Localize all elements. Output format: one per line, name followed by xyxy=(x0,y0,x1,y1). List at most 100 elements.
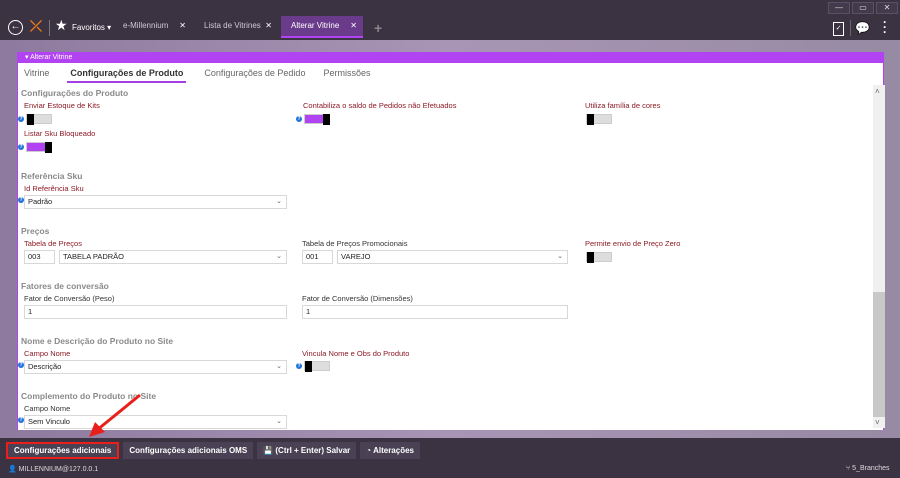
config-oms-button[interactable]: Configurações adicionais OMS xyxy=(123,442,254,459)
divider xyxy=(49,20,50,36)
changes-label: Alterações xyxy=(373,446,414,455)
preco-zero-toggle[interactable] xyxy=(586,252,612,263)
more-icon[interactable]: ··· xyxy=(883,15,887,39)
field-label: Campo Nome xyxy=(24,349,71,358)
field-label: Permite envio de Preço Zero xyxy=(585,239,681,248)
scrollbar[interactable]: ˄ ˅ xyxy=(873,85,885,428)
tab-alterar-vitrine[interactable]: Alterar Vitrine ✕ xyxy=(281,16,363,38)
close-icon[interactable]: ✕ xyxy=(179,21,186,30)
select-value: Descrição xyxy=(28,362,62,371)
panel-header[interactable]: ▾ Alterar Vitrine xyxy=(17,52,884,63)
tab-vitrine[interactable]: Vitrine xyxy=(24,68,50,78)
save-label: (Ctrl + Enter) Salvar xyxy=(275,446,351,455)
complemento-campo-select[interactable]: Sem Vinculo ⌄ xyxy=(24,415,287,429)
select-value: Padrão xyxy=(28,197,53,206)
chevron-down-icon: ⌄ xyxy=(276,418,282,425)
field-label: Tabela de Preços xyxy=(24,239,82,248)
maximize-button[interactable]: ▭ xyxy=(852,2,874,14)
save-icon: 💾 xyxy=(263,446,274,455)
select-value: Sem Vinculo xyxy=(28,417,70,426)
tab-label: e-Millennium xyxy=(123,21,169,30)
tabela-promo-code[interactable]: 001 xyxy=(302,250,333,264)
help-icon[interactable]: ? xyxy=(18,197,24,203)
field-label: Enviar Estoque de Kits xyxy=(24,101,100,110)
title-bar: — ▭ ✕ ← ⤫ ★ Favoritos ▾ e-Millennium ✕ Li… xyxy=(0,0,900,40)
help-icon[interactable]: ? xyxy=(296,363,302,369)
logo-icon: ⤫ xyxy=(30,18,43,35)
tab-label: Lista de Vitrines xyxy=(204,21,261,30)
field-label: Id Referência Sku xyxy=(24,184,84,193)
scroll-down-icon[interactable]: ˅ xyxy=(875,418,880,427)
status-branch: ⑂ 5_Branches xyxy=(846,465,890,472)
tab-label: Alterar Vitrine xyxy=(291,21,340,30)
field-label: Tabela de Preços Promocionais xyxy=(302,239,408,248)
field-label: Listar Sku Bloqueado xyxy=(24,129,96,138)
help-icon[interactable]: ? xyxy=(18,362,24,368)
divider xyxy=(850,20,851,36)
help-icon[interactable]: ? xyxy=(18,417,24,423)
chevron-down-icon: ⌄ xyxy=(276,198,282,205)
scroll-thumb[interactable] xyxy=(873,292,885,417)
help-icon[interactable]: ? xyxy=(296,116,302,122)
close-icon[interactable]: ✕ xyxy=(265,21,272,30)
bottom-toolbar: Configurações adicionais Configurações a… xyxy=(6,442,420,459)
tab-permissoes[interactable]: Permissões xyxy=(323,68,371,78)
save-button[interactable]: 💾 (Ctrl + Enter) Salvar xyxy=(257,442,357,459)
add-tab-button[interactable]: + xyxy=(374,20,383,36)
chevron-down-icon: ⌄ xyxy=(276,363,282,370)
chevron-down-icon: ⌄ xyxy=(557,253,563,260)
select-value: TABELA PADRÃO xyxy=(63,252,124,261)
section-title: Configurações do Produto xyxy=(21,88,129,98)
branch-icon: ⑂ xyxy=(846,465,851,472)
listar-sku-toggle[interactable] xyxy=(26,142,52,153)
select-value: VAREJO xyxy=(341,252,371,261)
tabela-precos-select[interactable]: TABELA PADRÃO ⌄ xyxy=(59,250,287,264)
field-label: Fator de Conversão (Dimensões) xyxy=(302,294,413,303)
scroll-up-icon[interactable]: ˄ xyxy=(875,87,880,96)
section-title: Referência Sku xyxy=(21,171,83,181)
tab-e-millennium[interactable]: e-Millennium ✕ xyxy=(117,16,192,38)
section-title: Preços xyxy=(21,226,50,236)
tabela-promo-select[interactable]: VAREJO ⌄ xyxy=(337,250,568,264)
section-title: Complemento do Produto no Site xyxy=(21,391,157,401)
close-window-button[interactable]: ✕ xyxy=(876,2,898,14)
id-referencia-sku-select[interactable]: Padrão ⌄ xyxy=(24,195,287,209)
campo-nome-select[interactable]: Descrição ⌄ xyxy=(24,360,287,374)
back-icon[interactable]: ← xyxy=(8,20,23,35)
tab-config-pedido[interactable]: Configurações de Pedido xyxy=(204,68,306,78)
chat-icon[interactable]: 💬 xyxy=(855,21,870,35)
enviar-estoque-toggle[interactable] xyxy=(26,114,52,125)
panel-body: Vitrine Configurações de Produto Configu… xyxy=(17,63,885,430)
help-icon[interactable]: ? xyxy=(18,144,24,150)
annotation-arrow xyxy=(89,393,141,437)
tab-config-produto[interactable]: Configurações de Produto xyxy=(67,68,187,83)
favorites-label: Favoritos xyxy=(72,23,105,32)
changes-button[interactable]: ◔ Alterações xyxy=(360,442,420,459)
close-icon[interactable]: ✕ xyxy=(350,21,357,30)
panel-title: Alterar Vitrine xyxy=(30,54,73,61)
chevron-down-icon: ⌄ xyxy=(276,253,282,260)
minimize-button[interactable]: — xyxy=(828,2,850,14)
vincula-nome-toggle[interactable] xyxy=(304,361,330,372)
field-label: Campo Nome xyxy=(24,404,71,413)
panel-tabs: Vitrine Configurações de Produto Configu… xyxy=(24,68,370,83)
section-title: Nome e Descrição do Produto no Site xyxy=(21,336,174,346)
familia-cores-toggle[interactable] xyxy=(586,114,612,125)
field-label: Fator de Conversão (Peso) xyxy=(24,294,115,303)
field-label: Vincula Nome e Obs do Produto xyxy=(302,349,410,358)
config-adicionais-button[interactable]: Configurações adicionais xyxy=(6,442,120,459)
contabiliza-toggle[interactable] xyxy=(304,114,330,125)
history-icon: ◔ xyxy=(366,446,372,455)
fator-peso-input[interactable]: 1 xyxy=(24,305,287,319)
section-title: Fatores de conversão xyxy=(21,281,109,291)
clipboard-icon[interactable]: ✓ xyxy=(833,22,844,36)
user-icon: 👤 xyxy=(8,466,17,473)
star-icon: ★ xyxy=(55,17,68,33)
fator-dimensoes-input[interactable]: 1 xyxy=(302,305,568,319)
favorites-menu[interactable]: Favoritos ▾ xyxy=(72,23,112,32)
branch-label: 5_Branches xyxy=(852,465,890,472)
field-label: Contabiliza o saldo de Pedidos não Efetu… xyxy=(303,101,457,110)
tab-lista-vitrines[interactable]: Lista de Vitrines ✕ xyxy=(198,16,278,38)
help-icon[interactable]: ? xyxy=(18,116,24,122)
tabela-precos-code[interactable]: 003 xyxy=(24,250,55,264)
